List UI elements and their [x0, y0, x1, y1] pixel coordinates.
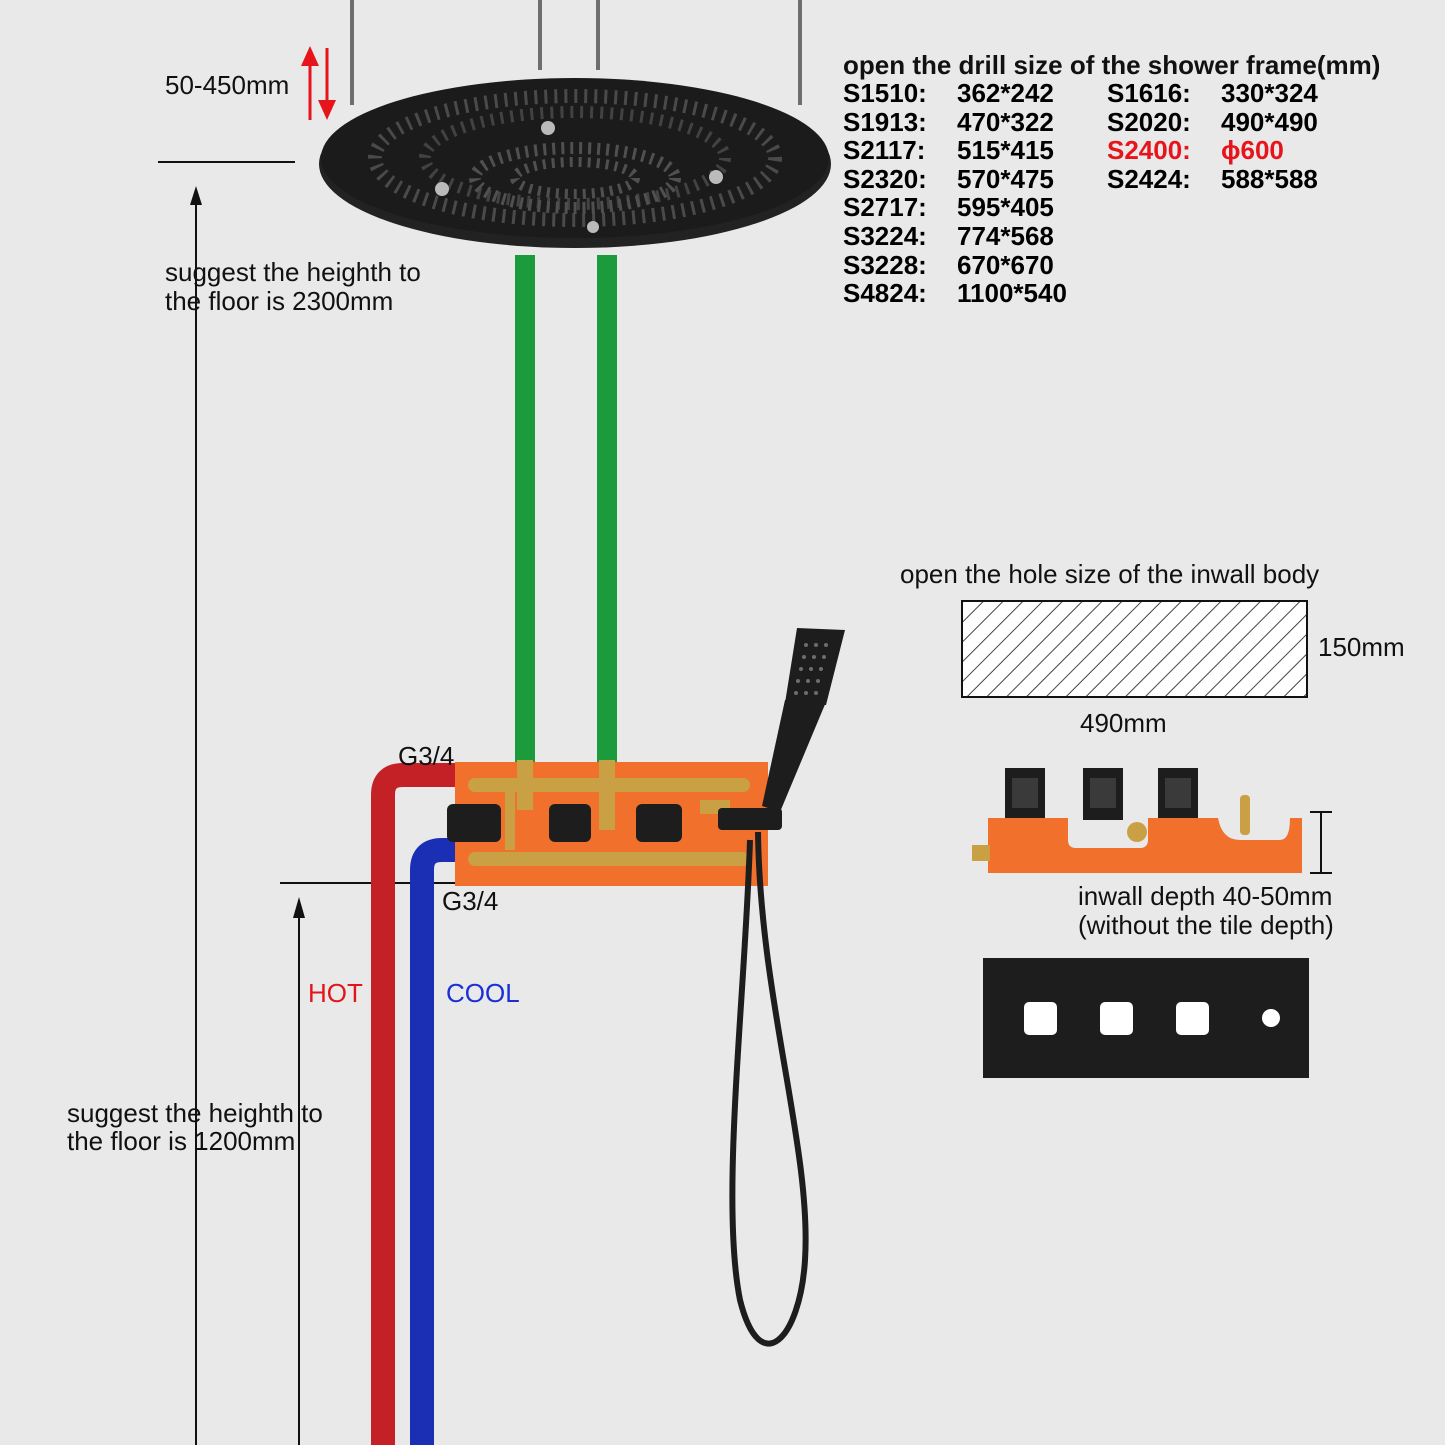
shower-supply-pipes: [515, 255, 617, 765]
cool-supply-pipe: [410, 838, 460, 1445]
hand-shower: [729, 628, 845, 1347]
frame-size-row: S3228:670*670: [843, 249, 1054, 280]
cover-plate: [983, 958, 1309, 1078]
frame-size-title: open the drill size of the shower frame(…: [843, 50, 1381, 80]
cool-label: COOL: [446, 978, 520, 1008]
inwall-depth-dimension: [1310, 811, 1332, 874]
inwall-depth-line2: (without the tile depth): [1078, 910, 1334, 940]
shower-height-note-line1: suggest the heighth to: [165, 257, 421, 287]
ceiling-rods: [350, 0, 802, 105]
frame-size-left-column: S1510:362*242 S1913:470*322 S2117:515*41…: [843, 79, 1093, 308]
frame-size-row: S1913:470*322: [843, 106, 1054, 137]
hot-supply-pipe: [371, 763, 460, 1445]
inwall-valve-body: [455, 760, 768, 886]
hole-size-box: [961, 600, 1308, 698]
ceiling-gap-label: 50-450mm: [165, 70, 290, 100]
frame-size-row: S3224:774*568: [843, 220, 1054, 251]
valve-height-note-line1: suggest the heighth to: [67, 1098, 323, 1128]
frame-size-row: S1510:362*242: [843, 78, 1054, 108]
inwall-depth-line1: inwall depth 40-50mm: [1078, 881, 1333, 911]
frame-size-row: S2020:490*490: [1107, 106, 1318, 137]
frame-size-row: S2117:515*415: [843, 135, 1054, 166]
frame-size-row-highlighted: S2400:ϕ600: [1107, 135, 1284, 166]
frame-size-row: S4824:1100*540: [843, 278, 1067, 309]
valve-height-note-line2: the floor is 1200mm: [67, 1126, 296, 1156]
hole-size-title: open the hole size of the inwall body: [900, 559, 1320, 589]
hole-width-label: 490mm: [1080, 708, 1167, 738]
frame-size-row: S2424:588*588: [1107, 163, 1318, 194]
hot-label: HOT: [308, 978, 363, 1008]
frame-size-row: S1616:330*324: [1107, 78, 1318, 108]
hot-thread-label: G3/4: [398, 741, 455, 771]
frame-size-row: S2320:570*475: [843, 163, 1054, 194]
valve-side-view: [972, 768, 1302, 873]
frame-size-row: S2717:595*405: [843, 192, 1054, 223]
adjust-arrows-icon: [301, 46, 336, 120]
cool-thread-label: G3/4: [442, 886, 499, 916]
rain-shower-head: [319, 78, 831, 248]
hole-height-label: 150mm: [1318, 632, 1405, 662]
valve-handles: [447, 804, 782, 842]
frame-size-right-column: S1616:330*324 S2020:490*490 S2400:ϕ600 S…: [1107, 79, 1347, 193]
shower-height-dimension: [158, 161, 295, 1445]
shower-height-note-line2: the floor is 2300mm: [165, 286, 394, 316]
